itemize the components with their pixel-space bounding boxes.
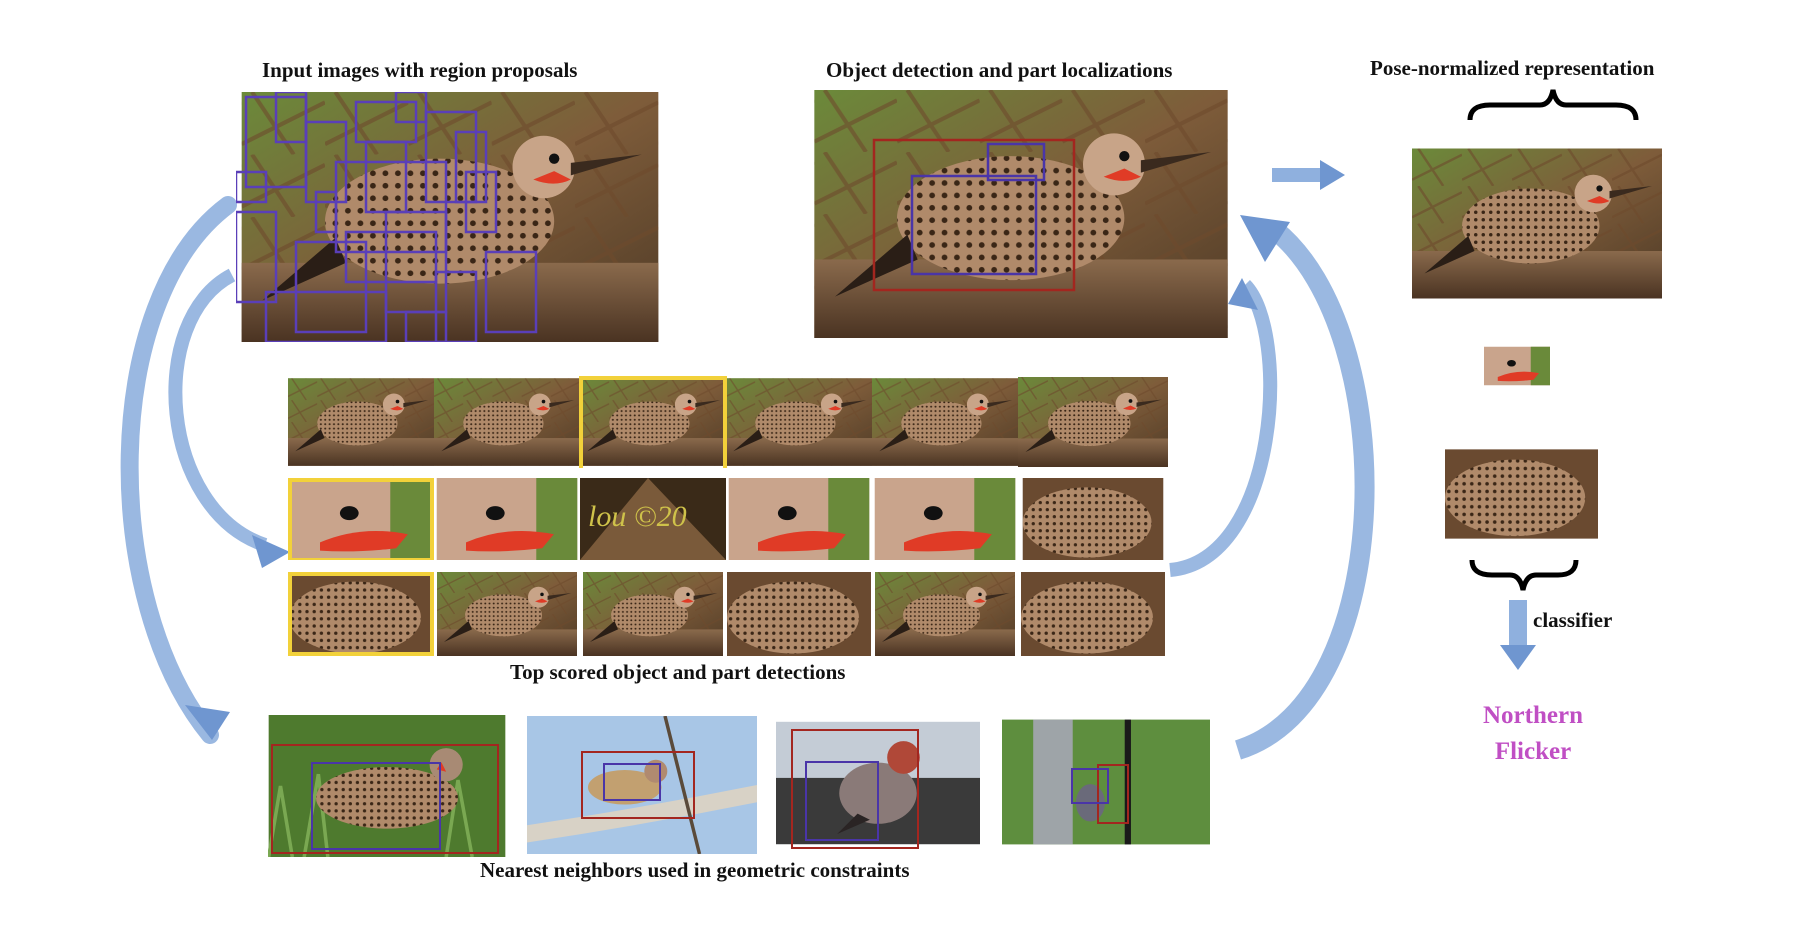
predicted-class-line1: Northern bbox=[1483, 702, 1583, 729]
input-image-with-proposals bbox=[236, 92, 659, 342]
body-part-box bbox=[910, 174, 1038, 276]
selected-object-detection bbox=[579, 376, 727, 468]
detection-image bbox=[814, 90, 1228, 338]
label-classifier: classifier bbox=[1533, 608, 1613, 632]
neighbor-image-4 bbox=[1002, 719, 1210, 845]
title-input-images: Input images with region proposals bbox=[262, 58, 578, 82]
predicted-class: Northern Flicker bbox=[1458, 698, 1608, 770]
detections-row-object bbox=[288, 376, 1168, 468]
title-top-scored: Top scored object and part detections bbox=[510, 660, 846, 684]
title-object-detection: Object detection and part localizations bbox=[826, 58, 1173, 82]
neighbor-image-1 bbox=[268, 715, 506, 857]
detections-row-head: lou ©20 bbox=[288, 478, 1168, 560]
arrow-input-to-neighbors bbox=[120, 196, 237, 744]
selected-head-detection bbox=[288, 478, 434, 560]
object-bounding-box bbox=[872, 138, 1076, 292]
pose-normalized-body bbox=[1445, 449, 1598, 539]
pose-normalized-head bbox=[1484, 346, 1550, 386]
predicted-class-line2: Flicker bbox=[1494, 738, 1572, 765]
detections-row-body bbox=[288, 572, 1168, 656]
head-part-box bbox=[986, 142, 1046, 182]
title-pose-normalized: Pose-normalized representation bbox=[1370, 56, 1655, 80]
brace-top bbox=[1467, 89, 1639, 121]
selected-body-detection bbox=[288, 572, 434, 656]
neighbor-image-3 bbox=[776, 721, 980, 849]
watermark-crop-text: lou ©20 bbox=[588, 500, 687, 533]
pose-normalized-object bbox=[1412, 148, 1662, 299]
title-nearest-neighbors: Nearest neighbors used in geometric cons… bbox=[480, 858, 910, 882]
arrow-neighbors-to-detection bbox=[1234, 222, 1375, 760]
neighbor-image-2 bbox=[526, 716, 758, 854]
brace-bottom bbox=[1469, 559, 1579, 591]
